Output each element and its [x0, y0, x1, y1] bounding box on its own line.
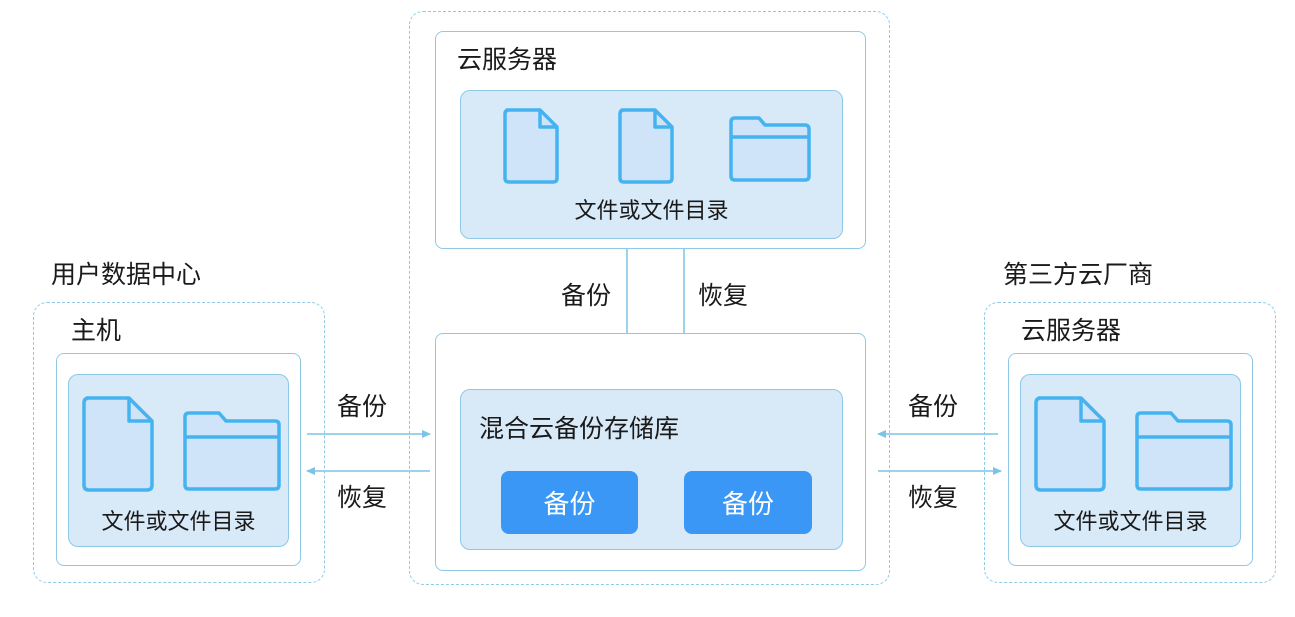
- third-party-caption: 文件或文件目录: [1053, 510, 1208, 535]
- file-icon: [81, 396, 155, 492]
- host-title: 主机: [71, 316, 122, 345]
- backup-button[interactable]: 备份: [501, 471, 638, 534]
- repository-title: 混合云备份存储库: [479, 414, 680, 443]
- left-restore-label: 恢复: [337, 483, 388, 512]
- backup-button[interactable]: 备份: [684, 471, 812, 534]
- center-group: [409, 11, 890, 585]
- left-backup-label: 备份: [337, 392, 388, 421]
- right-backup-label: 备份: [908, 392, 959, 421]
- folder-icon: [729, 116, 811, 182]
- folder-icon: [183, 411, 281, 491]
- folder-icon: [1135, 411, 1233, 491]
- file-icon: [502, 108, 560, 184]
- cloud-server-title: 云服务器: [457, 45, 558, 74]
- third-party-server-title: 云服务器: [1021, 316, 1122, 345]
- user-datacenter-group: [33, 302, 325, 583]
- file-icon: [617, 108, 675, 184]
- cloud-server-caption: 文件或文件目录: [574, 199, 729, 224]
- third-party-group: [984, 302, 1276, 583]
- right-restore-label: 恢复: [908, 483, 959, 512]
- user-datacenter-title: 用户数据中心: [51, 260, 202, 289]
- top-backup-label: 备份: [561, 281, 612, 310]
- third-party-title: 第三方云厂商: [1003, 260, 1154, 289]
- host-caption: 文件或文件目录: [101, 510, 256, 535]
- top-restore-label: 恢复: [698, 281, 749, 310]
- file-icon: [1033, 396, 1107, 492]
